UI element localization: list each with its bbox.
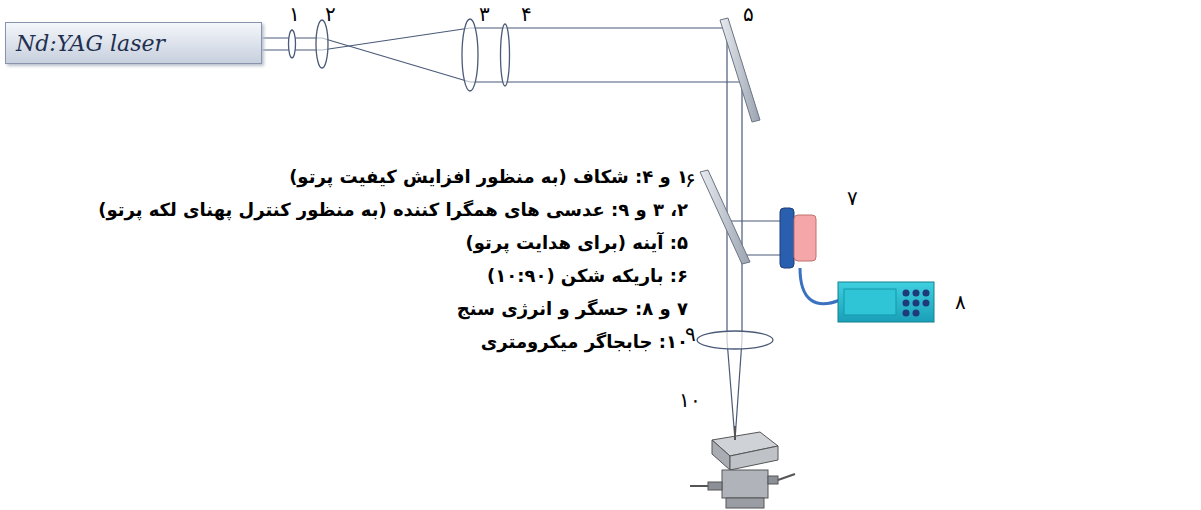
- legend-text: ۲، ۳ و ۹: عدسی های همگرا کننده (به منظور…: [98, 199, 688, 220]
- converging-lens: [697, 331, 773, 349]
- callout-number: ۷: [847, 186, 858, 210]
- legend-text: ۵: آینه (برای هدایت پرتو): [466, 232, 688, 253]
- mirror: [720, 18, 760, 122]
- legend-text: ۱۰: جابجاگر میکرومتری: [481, 331, 688, 352]
- legend-text: ۱ و ۴: شکاف (به منظور افزایش کیفیت پرتو): [289, 166, 688, 187]
- beam-splitter: [700, 170, 750, 264]
- converging-lens: [316, 20, 328, 68]
- callout-number: ۳: [479, 2, 490, 26]
- legend-text: ۷ و ۸: حسگر و انرژی سنج: [457, 298, 688, 319]
- laser-beam: [262, 28, 780, 440]
- callout-number: ۸: [955, 290, 966, 314]
- energy-meter: [838, 282, 934, 322]
- callout-number: ۱: [289, 2, 300, 26]
- callout-number: ۱۰: [679, 388, 701, 412]
- callout-number: ۵: [743, 2, 754, 26]
- slit: [501, 24, 510, 86]
- detector-cable: [800, 268, 840, 304]
- detector: [780, 208, 816, 268]
- node-label: Nd:YAG laser: [16, 31, 165, 56]
- callout-number: ۲: [325, 2, 336, 26]
- callout-number: ۴: [521, 2, 532, 26]
- converging-lens: [462, 19, 478, 91]
- legend-text: ۶: باریکه شکن (۱۰:۹۰): [487, 265, 688, 286]
- micrometer-stage: [690, 426, 795, 508]
- laser-box: Nd:YAG laser: [5, 22, 262, 64]
- slit: [289, 30, 296, 58]
